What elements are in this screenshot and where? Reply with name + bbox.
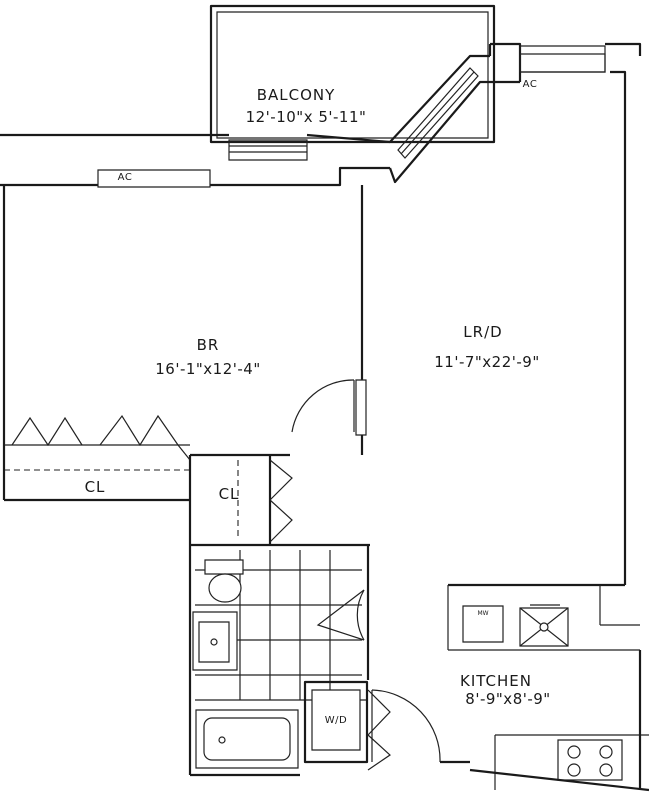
bathtub [196, 710, 298, 768]
partition-wall [356, 185, 366, 455]
kitchen [448, 585, 649, 790]
balcony-dimensions: 12'-10"x 5'-11" [245, 108, 367, 126]
hall-closet [190, 455, 370, 545]
living-dining-label: LR/D [463, 323, 503, 341]
toilet [205, 560, 243, 602]
kitchen-sink [520, 605, 568, 646]
ac-label-bedroom: AC [117, 172, 133, 183]
kitchen-label: KITCHEN [460, 672, 532, 690]
washer-dryer-closet [305, 682, 390, 770]
entry-door [372, 690, 470, 762]
bedroom-door [292, 380, 354, 432]
bedroom-label: BR [196, 336, 220, 354]
microwave-label: MW [477, 610, 489, 617]
bathroom-tiles [195, 550, 368, 700]
bedroom-closet [4, 416, 190, 500]
south-wall [190, 770, 649, 790]
closet-label-hall: CL [218, 485, 240, 503]
vanity-sink [193, 612, 237, 670]
stove [558, 740, 622, 780]
ac-unit-bedroom [98, 170, 210, 187]
balcony-label: BALCONY [256, 86, 336, 104]
diagonal-window [398, 68, 478, 158]
balcony-door [229, 140, 307, 160]
living-dining-dimensions: 11'-7"x22'-9" [434, 353, 540, 371]
bathroom-door [318, 590, 364, 640]
bedroom-dimensions: 16'-1"x12'-4" [155, 360, 261, 378]
kitchen-dimensions: 8'-9"x8'-9" [465, 690, 551, 708]
microwave [463, 606, 503, 642]
closet-label-bedroom: CL [84, 478, 106, 496]
bathroom [190, 545, 368, 775]
ac-unit-living [520, 46, 605, 72]
washer-dryer-label: W/D [324, 715, 348, 726]
ac-label-living: AC [522, 79, 538, 90]
